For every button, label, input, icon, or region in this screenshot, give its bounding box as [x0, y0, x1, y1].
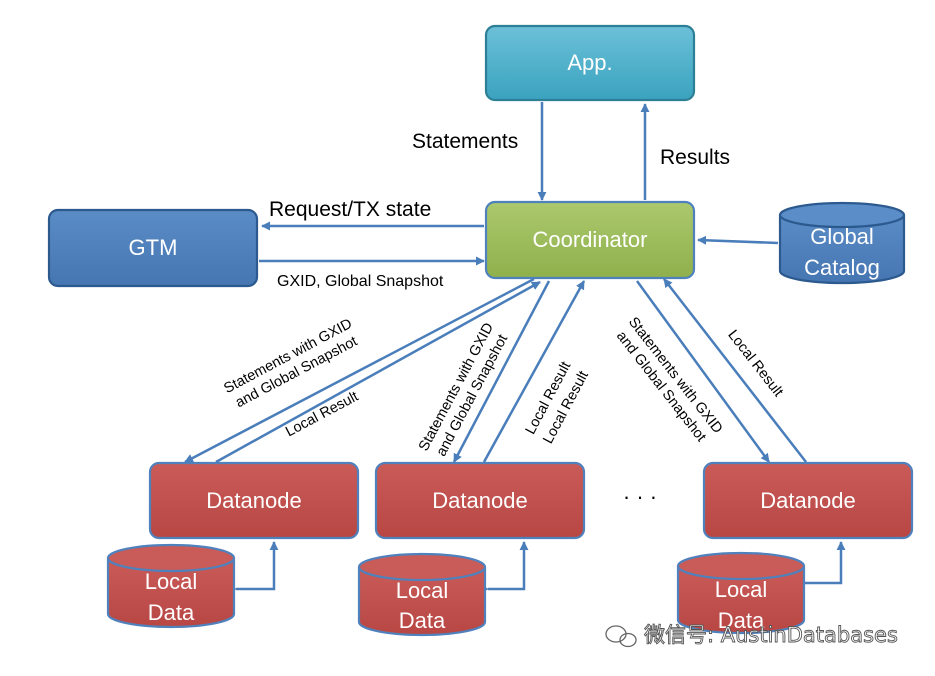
local-data-label-2: Data: [399, 608, 446, 633]
statements-label: Statements: [412, 130, 518, 153]
catalog-arrow: [697, 235, 779, 245]
local-data-label-2: Data: [718, 608, 765, 633]
app-node: App.: [484, 24, 696, 102]
datanode-label: Datanode: [760, 488, 855, 513]
global-catalog-label-2: Catalog: [804, 255, 880, 280]
ellipsis: · · ·: [623, 484, 657, 509]
wechat-icon: [605, 625, 637, 648]
local-data-1: Local Data: [106, 543, 236, 629]
result-arrow-datanode-2: [482, 280, 586, 463]
local-result-label: Local Result: [724, 327, 786, 400]
gxid-snapshot-label: GXID, Global Snapshot: [277, 273, 444, 290]
global-catalog-label-1: Global: [810, 224, 874, 249]
local-data-2: Local Data: [357, 552, 487, 637]
request-tx-label: Request/TX state: [269, 198, 431, 221]
results-label: Results: [660, 146, 730, 169]
datanode-1: Datanode: [148, 461, 360, 540]
local-link-2: [479, 541, 529, 594]
gtm-label: GTM: [129, 235, 178, 260]
edge-label-local-3: Local Result: [724, 327, 786, 400]
global-catalog-node: Global Catalog: [778, 201, 906, 285]
stmt-arrow-datanode-3: [635, 280, 771, 463]
result-arrow-datanode-1: [215, 280, 541, 464]
local-link-3: [796, 541, 846, 588]
edge-label-local-1: Local Result: [283, 389, 361, 441]
arrows: [184, 102, 846, 594]
watermark: 微信号: AustinDatabases: [605, 623, 898, 648]
local-data-label-1: Local: [396, 578, 449, 603]
local-data-label-1: Local: [715, 577, 768, 602]
watermark-text: 微信号: AustinDatabases: [644, 623, 898, 647]
coordinator-label: Coordinator: [533, 227, 648, 252]
gtm-node: GTM: [47, 208, 259, 288]
local-link-1: [227, 541, 279, 594]
local-data-3: Local Data: [676, 551, 806, 635]
stmt-arrow-datanode-2: [452, 280, 551, 463]
datanode-label: Datanode: [206, 488, 301, 513]
app-label: App.: [567, 50, 612, 75]
datanode-3: Datanode: [702, 461, 914, 540]
stmt-arrow-datanode-1: [184, 277, 535, 464]
result-arrow-datanode-3: [663, 278, 807, 463]
local-result-label: Local Result: [283, 389, 361, 441]
coordinator-node: Coordinator: [484, 200, 696, 280]
local-data-label-1: Local: [145, 569, 198, 594]
datanode-label: Datanode: [432, 488, 527, 513]
local-data-label-2: Data: [148, 600, 195, 625]
datanode-2: Datanode: [374, 461, 586, 540]
